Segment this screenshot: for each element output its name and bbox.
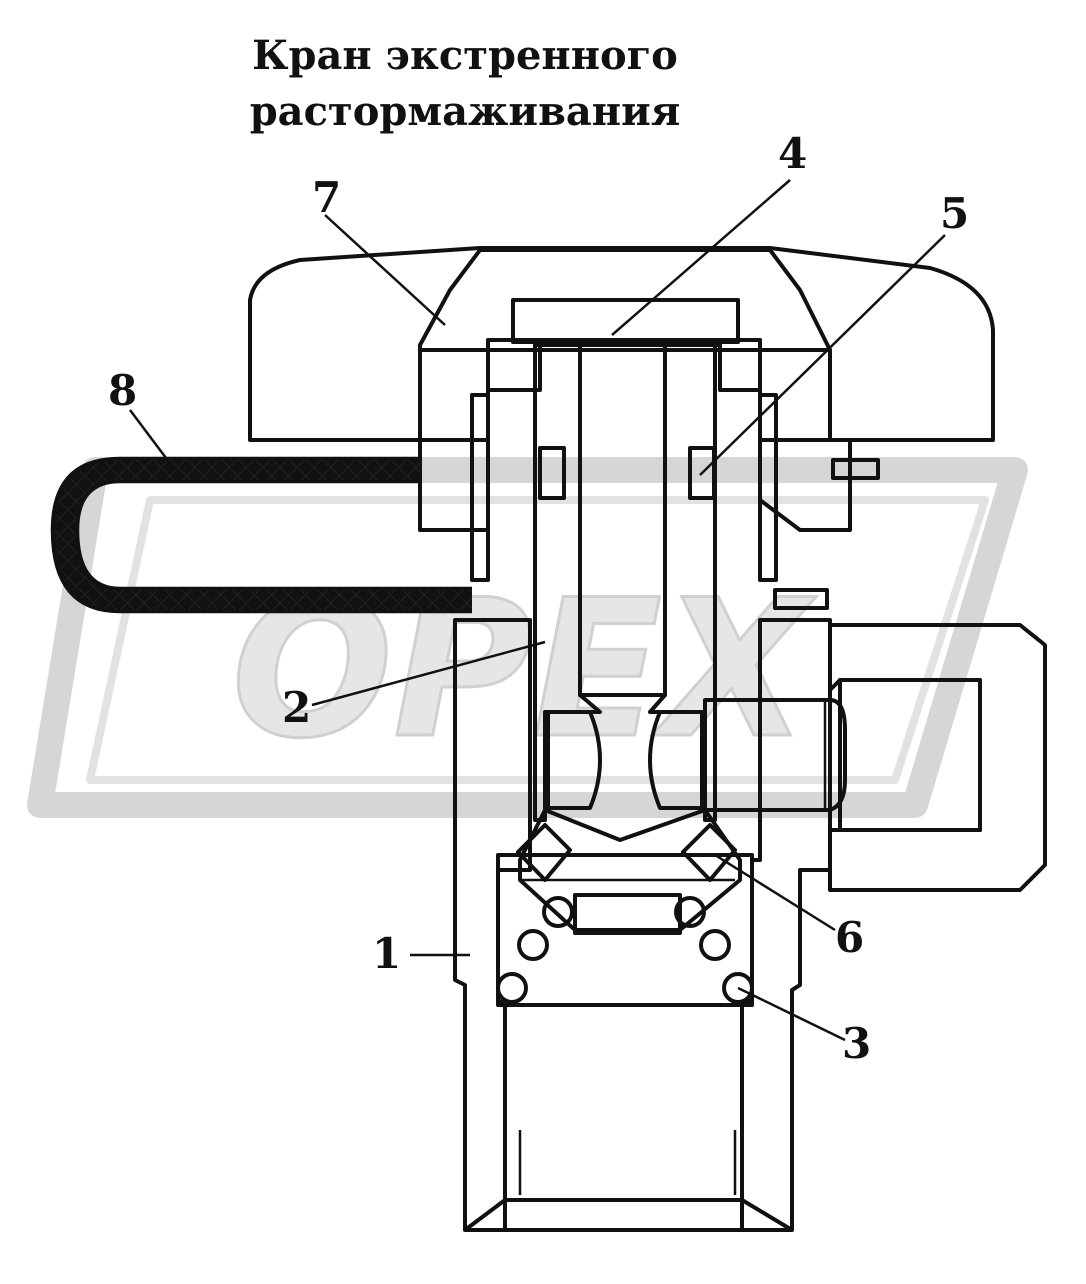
o-ring-left bbox=[538, 446, 566, 500]
callout-4: 4 bbox=[778, 129, 807, 178]
callout-1: 1 bbox=[372, 929, 401, 978]
stem bbox=[533, 343, 717, 822]
callout-labels: 1 2 3 4 5 6 7 8 bbox=[108, 129, 969, 1068]
callout-6: 6 bbox=[835, 913, 864, 962]
plunger bbox=[496, 808, 754, 1007]
side-outlet bbox=[703, 623, 1047, 892]
callout-7: 7 bbox=[312, 173, 341, 222]
watermark-logo: OPEX bbox=[27, 457, 1028, 818]
leader-8 bbox=[129, 409, 176, 471]
pull-loop bbox=[50, 456, 880, 614]
leader-6 bbox=[714, 853, 836, 932]
o-ring-right bbox=[688, 446, 716, 500]
leader-4 bbox=[611, 179, 791, 336]
callout-3: 3 bbox=[842, 1019, 871, 1068]
title-line-2: растормаживания bbox=[249, 88, 681, 135]
leader-lines bbox=[129, 179, 946, 1042]
upper-guide bbox=[418, 338, 852, 582]
callout-8: 8 bbox=[108, 366, 137, 415]
seal-ring-right bbox=[681, 823, 737, 882]
leader-2 bbox=[311, 640, 546, 707]
balls bbox=[496, 896, 754, 1004]
leader-5 bbox=[699, 234, 946, 476]
title-line-1: Кран экстренного bbox=[252, 32, 678, 79]
callout-2: 2 bbox=[282, 683, 311, 732]
insert-4 bbox=[511, 298, 740, 344]
leader-7 bbox=[324, 214, 446, 326]
callout-5: 5 bbox=[940, 189, 969, 238]
leader-3 bbox=[737, 986, 846, 1042]
